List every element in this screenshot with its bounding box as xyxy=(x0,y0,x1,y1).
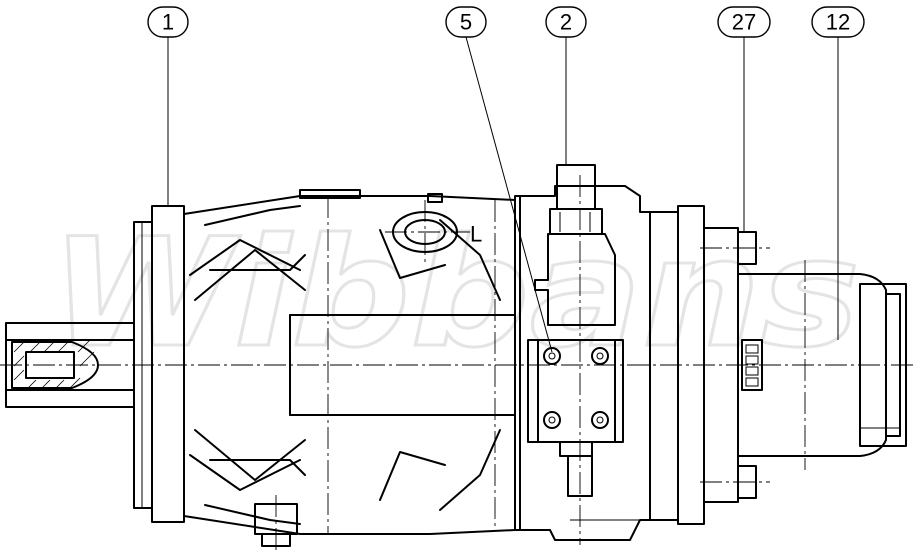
callout-12: 12 xyxy=(811,6,865,38)
main-housing xyxy=(183,189,516,535)
control-valve xyxy=(534,164,616,326)
callout-5: 5 xyxy=(445,6,487,38)
drain-plug xyxy=(254,495,298,550)
callout-2: 2 xyxy=(545,6,587,38)
callout-2-label: 2 xyxy=(560,10,572,35)
callout-27-label: 27 xyxy=(732,10,756,35)
callout-1: 1 xyxy=(147,6,189,38)
port-plate xyxy=(514,175,679,545)
callout-5-label: 5 xyxy=(460,10,472,35)
port-label: L xyxy=(470,222,482,247)
callout-27: 27 xyxy=(717,6,771,38)
callout-1-label: 1 xyxy=(162,10,174,35)
port-l: L xyxy=(385,200,482,265)
secondary-unit xyxy=(737,260,907,470)
thread-hatching xyxy=(13,339,95,389)
callout-12-label: 12 xyxy=(826,10,850,35)
leader-lines xyxy=(167,36,839,353)
control-block xyxy=(527,339,624,497)
